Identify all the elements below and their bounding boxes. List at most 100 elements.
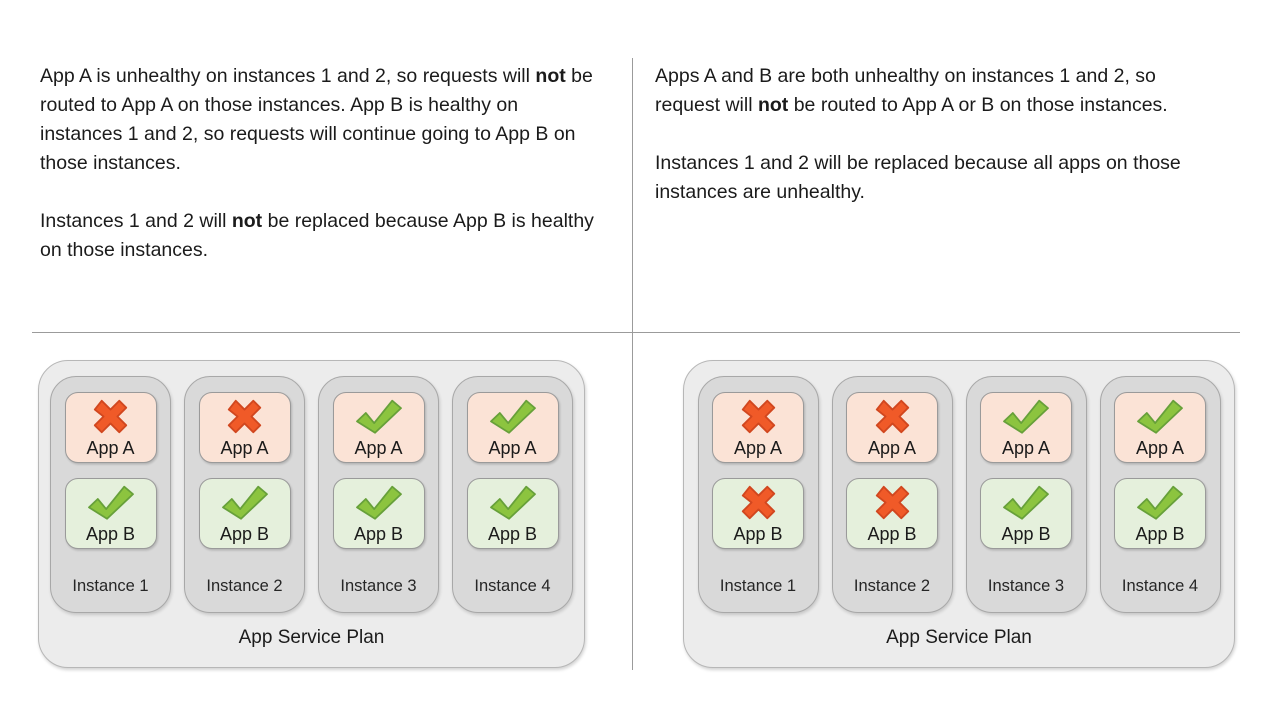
- status-icon-wrap: [874, 398, 911, 436]
- instance-box: App A App B Instance 1: [697, 376, 819, 613]
- text-run: App A is unhealthy on instances 1 and 2,…: [40, 65, 536, 87]
- instance-box: App A App B Instance 3: [318, 376, 439, 613]
- instances-row: App A App B Instance 1 Ap: [684, 361, 1234, 613]
- app-b-card: App B: [198, 478, 291, 549]
- app-label: App B: [1001, 523, 1051, 544]
- status-icon-wrap: [92, 398, 129, 436]
- status-icon-wrap: [1001, 484, 1051, 522]
- instance-label: Instance 4: [474, 577, 551, 595]
- app-label: App B: [1135, 523, 1185, 544]
- instance-label: Instance 2: [853, 577, 931, 595]
- instance-box: App A App B Instance 2: [184, 376, 305, 613]
- check-icon: [1001, 484, 1051, 521]
- check-icon: [220, 484, 270, 521]
- app-label: App A: [1001, 437, 1051, 458]
- text-run: Apps A and B are both unhealthy on insta…: [655, 65, 1156, 116]
- instance-label: Instance 2: [206, 577, 283, 595]
- app-label: App A: [86, 437, 135, 458]
- app-label: App A: [867, 437, 917, 458]
- instance-label: Instance 1: [72, 577, 149, 595]
- status-icon-wrap: [874, 484, 911, 522]
- instance-box: App A App B Instance 4: [1099, 376, 1221, 613]
- right-scenario-text: Apps A and B are both unhealthy on insta…: [655, 62, 1189, 207]
- app-b-card: App B: [466, 478, 559, 549]
- status-icon-wrap: [488, 484, 538, 522]
- check-icon: [1135, 484, 1185, 521]
- app-b-card: App B: [980, 478, 1072, 549]
- app-label: App B: [353, 523, 404, 544]
- status-icon-wrap: [226, 398, 263, 436]
- text-run-bold: not: [231, 210, 263, 232]
- app-label: App A: [220, 437, 269, 458]
- app-a-card: App A: [64, 392, 157, 463]
- app-a-card: App A: [332, 392, 425, 463]
- app-label: App B: [487, 523, 538, 544]
- x-icon: [874, 484, 911, 521]
- status-icon-wrap: [220, 484, 270, 522]
- app-a-card: App A: [846, 392, 938, 463]
- check-icon: [86, 484, 136, 521]
- status-icon-wrap: [1001, 398, 1051, 436]
- text-run: be routed to App A or B on those instanc…: [788, 94, 1168, 116]
- app-label: App B: [85, 523, 136, 544]
- app-b-card: App B: [332, 478, 425, 549]
- instance-box: App A App B Instance 4: [452, 376, 573, 613]
- app-label: App A: [488, 437, 537, 458]
- x-icon: [740, 398, 777, 435]
- check-icon: [354, 398, 404, 435]
- text-run-bold: not: [535, 65, 566, 87]
- check-icon: [488, 398, 538, 435]
- app-a-card: App A: [466, 392, 559, 463]
- app-b-card: App B: [64, 478, 157, 549]
- plan-label: App Service Plan: [886, 627, 1032, 648]
- x-icon: [92, 398, 129, 435]
- status-icon-wrap: [740, 484, 777, 522]
- app-label: App B: [733, 523, 783, 544]
- app-label: App B: [867, 523, 917, 544]
- instance-label: Instance 1: [719, 577, 797, 595]
- status-icon-wrap: [1135, 398, 1185, 436]
- app-label: App A: [354, 437, 403, 458]
- instance-box: App A App B Instance 1: [50, 376, 171, 613]
- app-label: App B: [219, 523, 270, 544]
- instance-box: App A App B Instance 3: [965, 376, 1087, 613]
- app-a-card: App A: [1114, 392, 1206, 463]
- paragraph: Apps A and B are both unhealthy on insta…: [655, 62, 1189, 120]
- status-icon-wrap: [354, 398, 404, 436]
- check-icon: [354, 484, 404, 521]
- instance-label: Instance 3: [987, 577, 1065, 595]
- paragraph: App A is unhealthy on instances 1 and 2,…: [40, 62, 596, 178]
- status-icon-wrap: [740, 398, 777, 436]
- app-b-card: App B: [712, 478, 804, 549]
- app-b-card: App B: [846, 478, 938, 549]
- instances-row: App A App B Instance 1 Ap: [39, 361, 584, 613]
- x-icon: [226, 398, 263, 435]
- instance-label: Instance 4: [1121, 577, 1199, 595]
- paragraph: Instances 1 and 2 will be replaced becau…: [655, 149, 1189, 207]
- text-run: be routed to App A on those instances. A…: [40, 65, 593, 174]
- app-b-card: App B: [1114, 478, 1206, 549]
- app-label: App A: [1135, 437, 1185, 458]
- status-icon-wrap: [488, 398, 538, 436]
- app-a-card: App A: [198, 392, 291, 463]
- status-icon-wrap: [1135, 484, 1185, 522]
- text-run: Instances 1 and 2 will be replaced becau…: [655, 152, 1181, 203]
- app-service-plan-right: App A App B Instance 1 Ap: [683, 360, 1235, 668]
- vertical-divider: [632, 58, 633, 670]
- status-icon-wrap: [354, 484, 404, 522]
- app-a-card: App A: [712, 392, 804, 463]
- status-icon-wrap: [86, 484, 136, 522]
- left-scenario-text: App A is unhealthy on instances 1 and 2,…: [40, 62, 596, 265]
- x-icon: [874, 398, 911, 435]
- app-label: App A: [733, 437, 783, 458]
- text-run: be replaced because App B is healthy on …: [40, 210, 594, 261]
- instance-label: Instance 3: [340, 577, 417, 595]
- horizontal-divider: [32, 332, 1240, 333]
- plan-label: App Service Plan: [238, 627, 385, 648]
- check-icon: [1135, 398, 1185, 435]
- paragraph: Instances 1 and 2 will not be replaced b…: [40, 207, 596, 265]
- instance-box: App A App B Instance 2: [831, 376, 953, 613]
- check-icon: [488, 484, 538, 521]
- app-service-plan-left: App A App B Instance 1 Ap: [38, 360, 585, 668]
